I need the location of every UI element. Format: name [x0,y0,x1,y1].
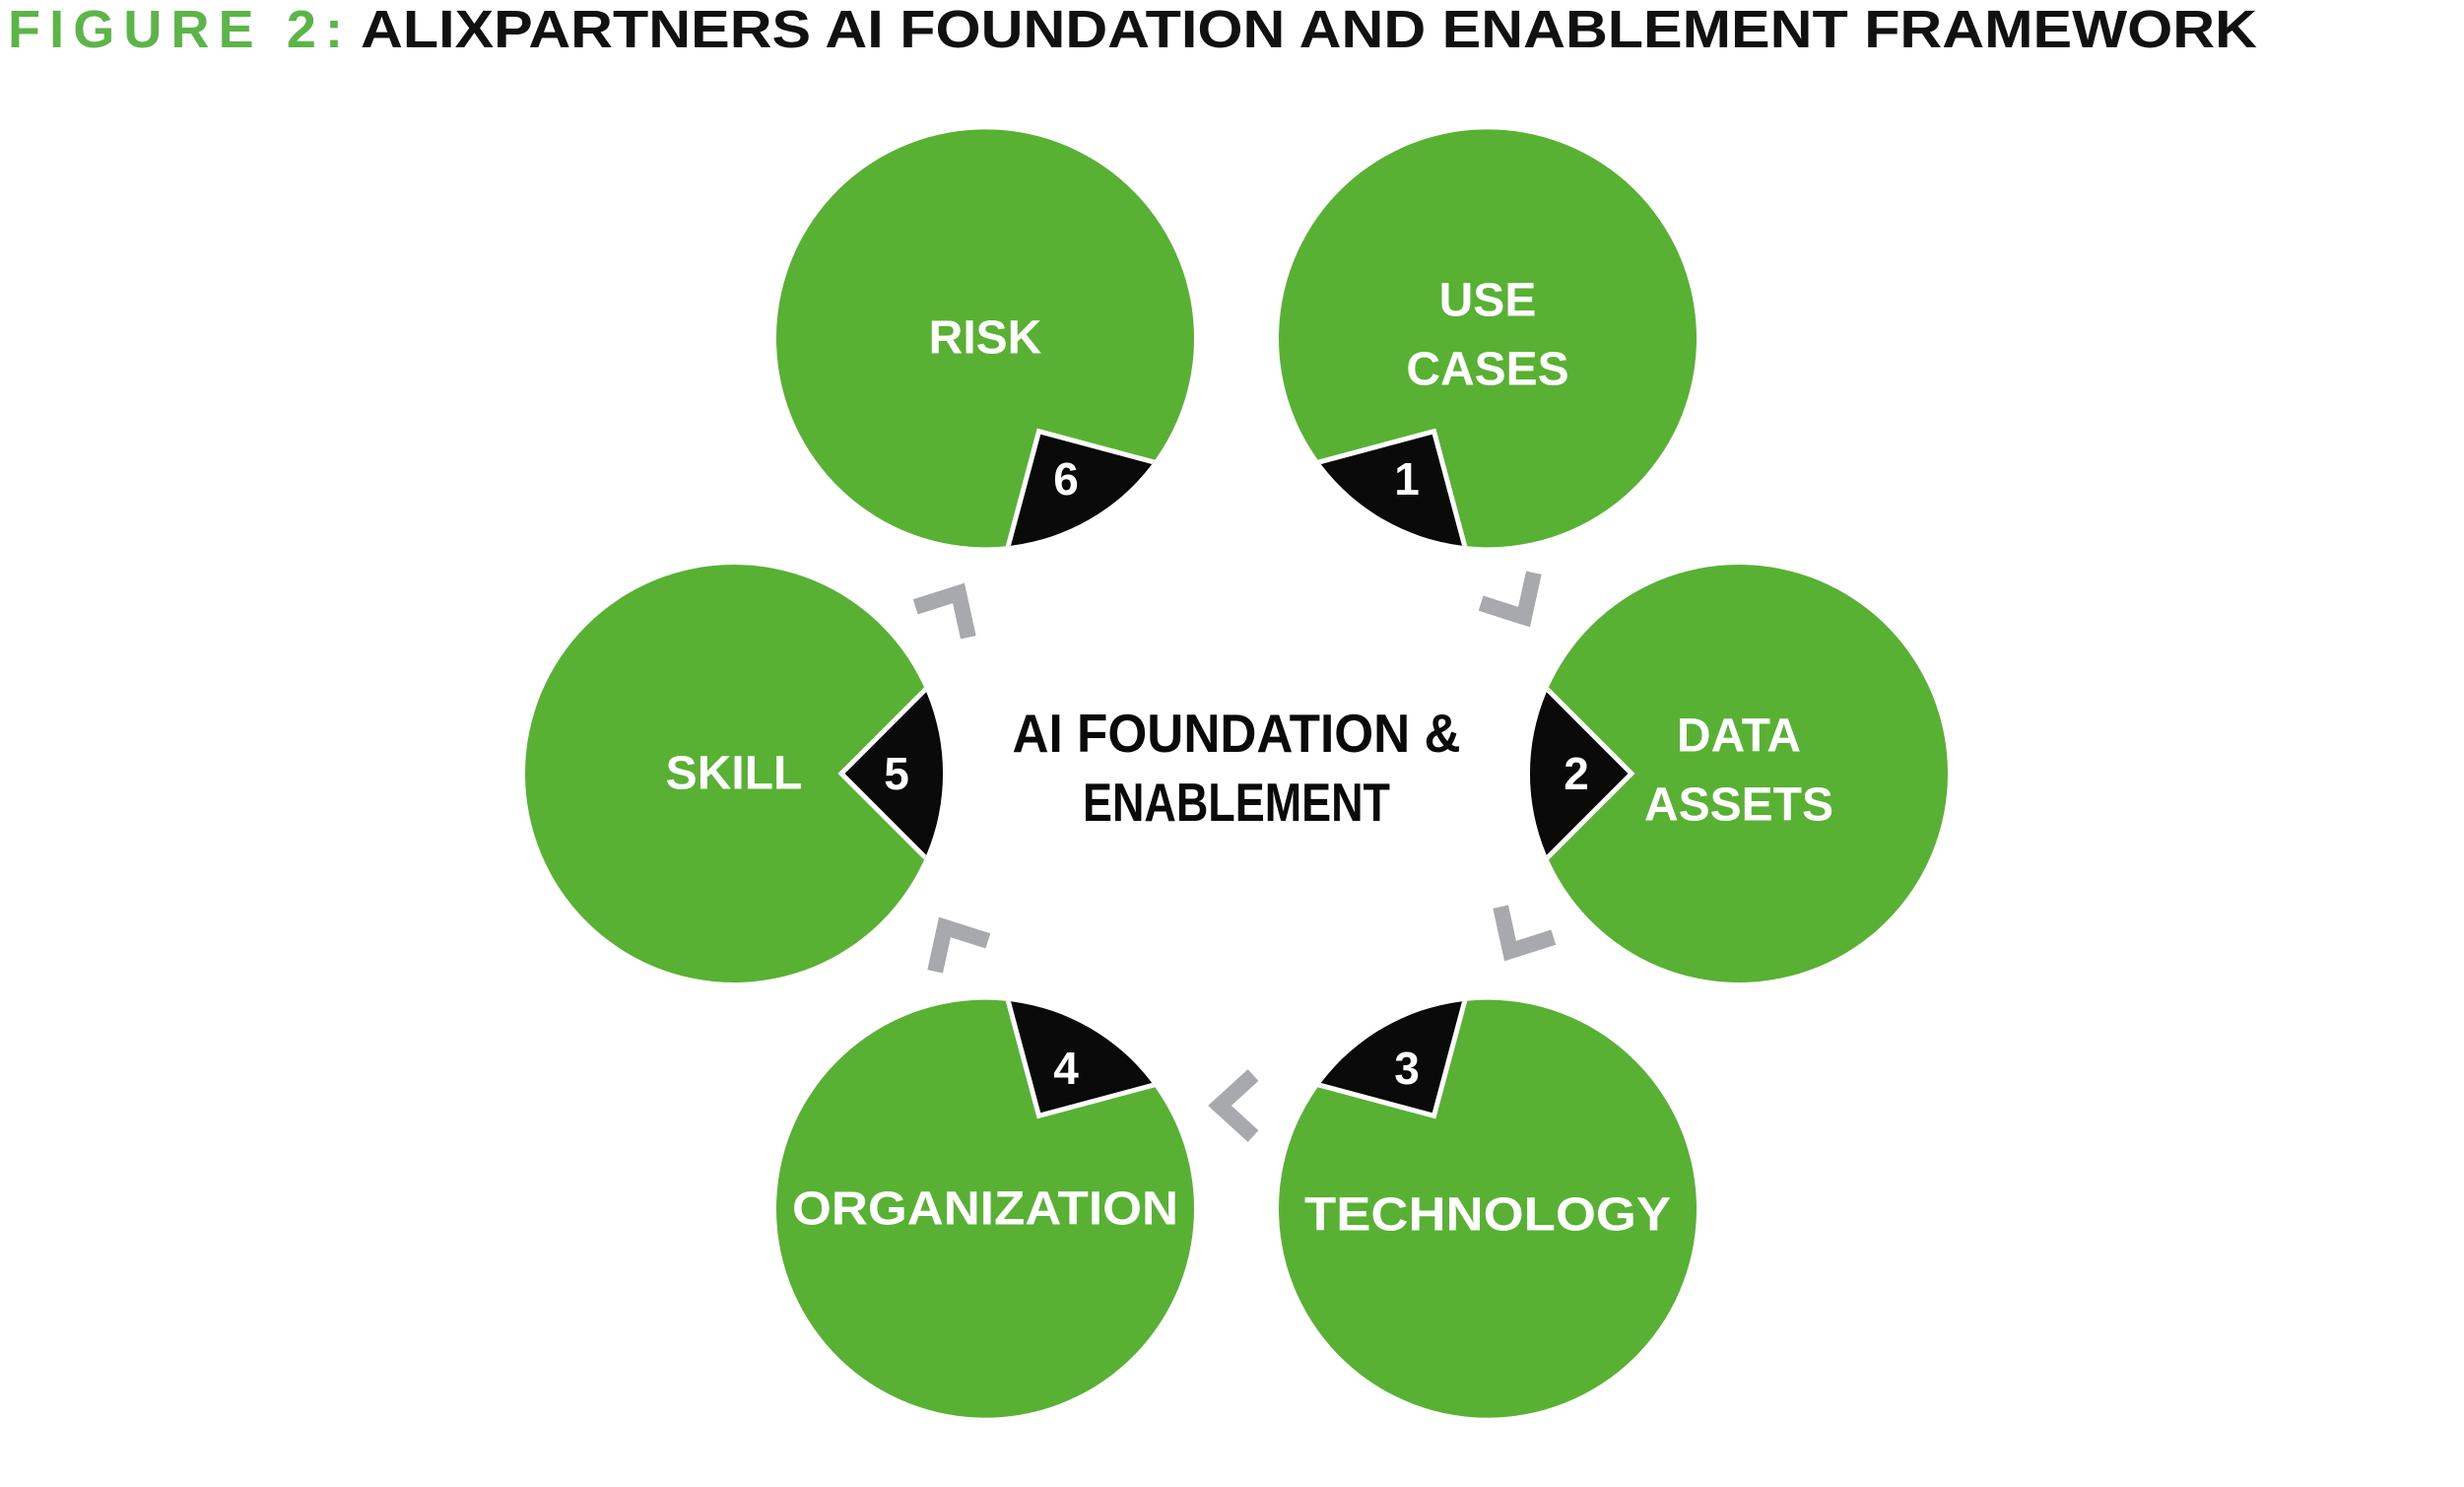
hub: AI FOUNDATION & ENABLEMENT [1013,703,1461,833]
hub-title-line2: ENABLEMENT [1083,772,1390,833]
skill-step-number: 5 [884,748,909,799]
data-assets-step-number: 2 [1564,748,1589,799]
skill-label-line1: SKILL [666,748,803,800]
skill-number-notch [837,669,943,878]
technology-step-number: 3 [1394,1043,1420,1094]
figure-title: ALIXPARTNERS AI FOUNDATION AND ENABLEMEN… [361,0,2257,59]
chevron-icon-organization-to-skill [927,916,991,974]
node-skill-shape [525,565,943,982]
data-assets-circle [1530,565,1948,982]
data-assets-number-notch [1530,669,1635,878]
risk-step-number: 6 [1053,453,1079,505]
use-cases-circle [1279,129,1697,548]
data-assets-label-line2: ASSETS [1644,779,1833,832]
chevron-icon-technology-to-organization [1208,1069,1259,1142]
risk-label-line1: RISK [929,312,1042,365]
node-skill: SKILL 5 [525,565,943,982]
skill-circle [525,565,943,982]
technology-label-line1: TECHNOLOGY [1304,1189,1671,1242]
use-cases-label-line1: USE [1439,275,1537,327]
use-cases-step-number: 1 [1394,453,1420,505]
chevron-icon-data-assets-to-technology [1493,905,1557,962]
hub-title-line1: AI FOUNDATION & [1013,703,1461,764]
chevron-icon-skill-to-risk [912,582,976,640]
figure-heading: FIGURE 2: ALIXPARTNERS AI FOUNDATION AND… [8,0,2257,59]
use-cases-label-line2: CASES [1406,344,1568,396]
data-assets-label-line1: DATA [1677,710,1801,763]
organization-label-line1: ORGANIZATION [792,1183,1178,1236]
organization-step-number: 4 [1053,1043,1079,1094]
node-data-assets: DATA ASSETS 2 [1530,565,1948,982]
chevron-icon-use-cases-to-data-assets [1478,571,1542,628]
node-data-assets-shape [1530,565,1948,982]
figure-label: FIGURE 2: [8,0,343,59]
flow-arrows [912,571,1557,1142]
